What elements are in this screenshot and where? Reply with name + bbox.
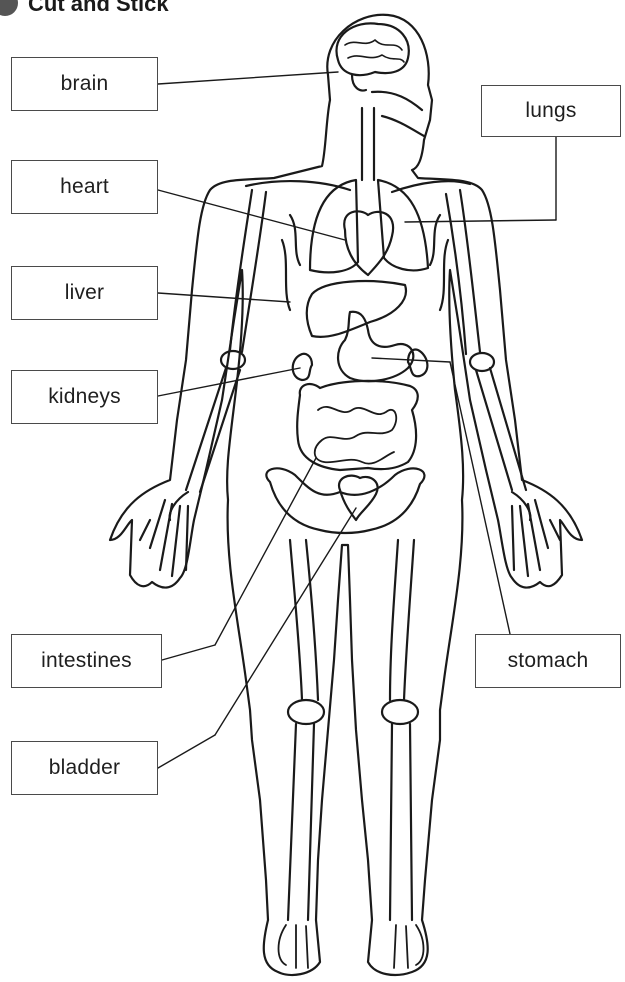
page-title: Cut and Stick bbox=[28, 0, 169, 17]
pelvis bbox=[266, 468, 424, 533]
leader-brain bbox=[158, 72, 338, 84]
hand-right bbox=[512, 492, 560, 576]
label-kidneys[interactable]: kidneys bbox=[11, 370, 158, 424]
label-lungs[interactable]: lungs bbox=[481, 85, 621, 137]
label-intestines[interactable]: intestines bbox=[11, 634, 162, 688]
foot-right bbox=[394, 925, 424, 968]
leader-intestines bbox=[162, 645, 215, 660]
bladder-organ bbox=[339, 476, 378, 520]
elbow-left bbox=[221, 351, 245, 369]
brain-organ bbox=[336, 23, 408, 75]
small-intestine bbox=[315, 407, 397, 464]
foot-left bbox=[279, 925, 309, 968]
hand-left bbox=[140, 492, 188, 576]
throat bbox=[372, 92, 422, 110]
femur-right bbox=[390, 540, 414, 700]
label-brain[interactable]: brain bbox=[11, 57, 158, 111]
knee-right bbox=[382, 700, 418, 724]
knee-left bbox=[288, 700, 324, 724]
label-heart[interactable]: heart bbox=[11, 160, 158, 214]
heart-organ bbox=[344, 211, 393, 275]
clavicle-right bbox=[392, 181, 470, 192]
tibia-right bbox=[390, 724, 412, 920]
kidney-left bbox=[293, 354, 312, 380]
lung-left bbox=[310, 180, 358, 272]
label-stomach[interactable]: stomach bbox=[475, 634, 621, 688]
femur-left bbox=[290, 540, 318, 700]
forearm-right bbox=[476, 368, 526, 490]
trachea bbox=[362, 108, 374, 180]
label-liver[interactable]: liver bbox=[11, 266, 158, 320]
leader-kidneys bbox=[158, 368, 300, 396]
leader-liver bbox=[158, 293, 290, 302]
tibia-left bbox=[288, 724, 314, 920]
label-bladder[interactable]: bladder bbox=[11, 741, 158, 795]
liver-organ bbox=[307, 281, 406, 337]
leader-bladder bbox=[158, 735, 215, 768]
stomach-organ bbox=[338, 312, 413, 381]
lung-right bbox=[378, 180, 428, 270]
